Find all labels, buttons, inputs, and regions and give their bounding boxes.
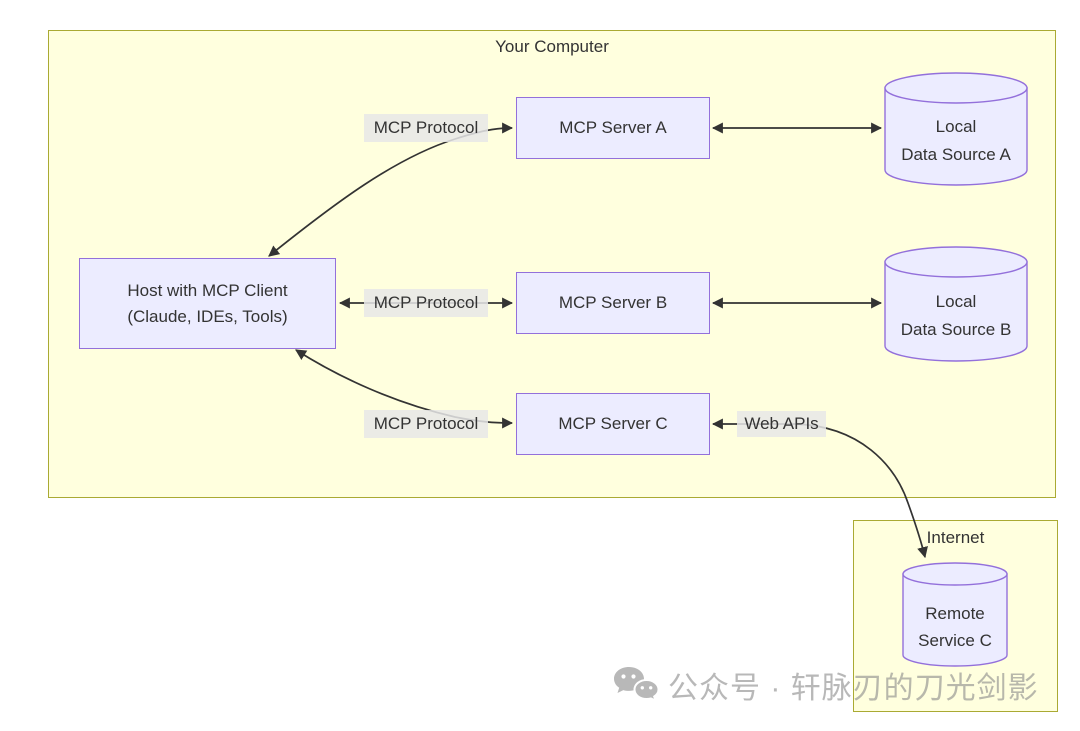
wechat-icon: [614, 667, 660, 703]
edge-label-mcp-protocol-a: MCP Protocol: [364, 114, 488, 142]
remote-service-c-line2: Service C: [918, 631, 992, 650]
remote-service-c-line1: Remote: [925, 604, 985, 623]
edge-server-c-remote: [711, 418, 928, 559]
internet-group-title: Internet: [926, 528, 985, 547]
host-node-line1: Host with MCP Client: [127, 280, 288, 300]
mcp-server-c-node: MCP Server C: [516, 393, 710, 455]
local-data-source-b-line1: Local: [935, 292, 977, 311]
local-data-source-a-cylinder: [884, 72, 1028, 186]
mcp-server-a-node: MCP Server A: [516, 97, 710, 159]
local-data-source-a-label: Local Data Source A: [876, 113, 1036, 169]
your-computer-group-title: Your Computer: [495, 37, 609, 56]
local-data-source-a-line1: Local: [935, 117, 977, 136]
mcp-server-c-label: MCP Server C: [558, 414, 668, 433]
local-data-source-a-line2: Data Source A: [901, 145, 1011, 164]
mcp-server-b-node: MCP Server B: [516, 272, 710, 334]
edge-label-mcp-protocol-c: MCP Protocol: [364, 410, 488, 438]
host-node: Host with MCP Client (Claude, IDEs, Tool…: [79, 258, 336, 349]
watermark-text: 公众号 · 轩脉刃的刀光剑影: [668, 672, 1039, 705]
remote-service-c-cylinder: [902, 562, 1008, 667]
remote-service-c-label: Remote Service C: [885, 600, 1025, 654]
local-data-source-b-label: Local Data Source B: [876, 288, 1036, 344]
edge-label-web-apis: Web APIs: [737, 411, 826, 437]
local-data-source-b-line2: Data Source B: [900, 320, 1012, 339]
host-node-line2: (Claude, IDEs, Tools): [127, 306, 288, 326]
mcp-server-b-label: MCP Server B: [558, 293, 668, 312]
edge-host-server-a: [268, 122, 514, 257]
local-data-source-b-cylinder: [884, 246, 1028, 362]
watermark: 公众号 · 轩脉刃的刀光剑影: [612, 663, 1039, 707]
edge-label-mcp-protocol-b: MCP Protocol: [364, 289, 488, 317]
mcp-server-a-label: MCP Server A: [559, 118, 667, 137]
